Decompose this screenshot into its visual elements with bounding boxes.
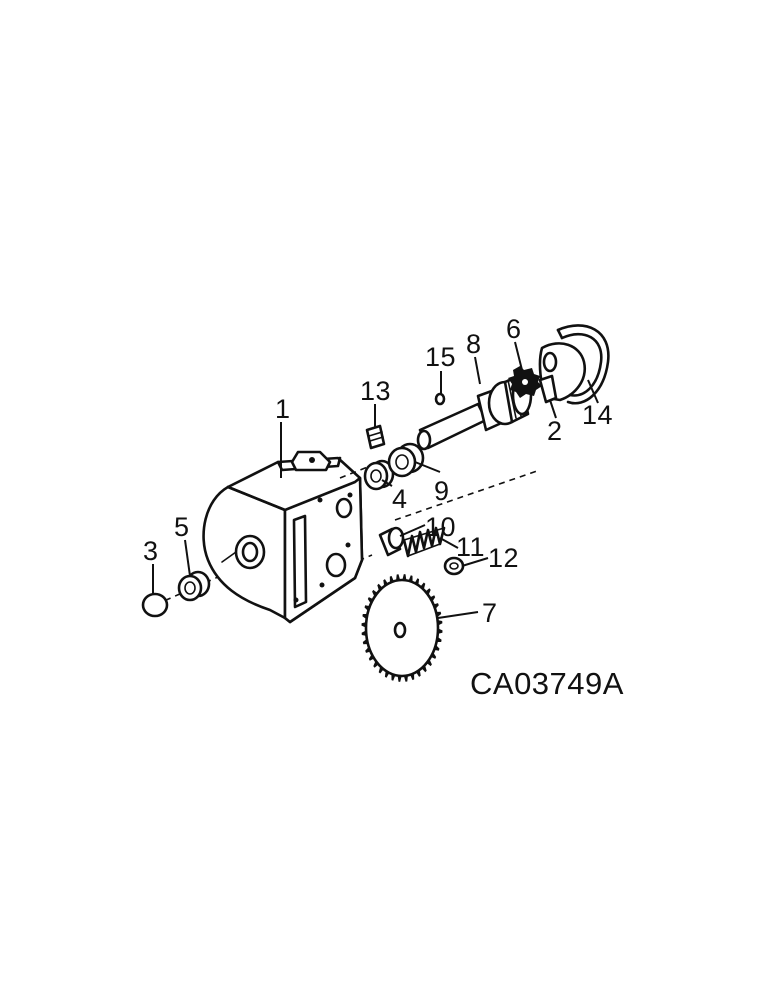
callout-6: 6 — [506, 314, 522, 344]
bushing-4-part — [363, 459, 395, 491]
fitting-part — [365, 424, 386, 450]
leader-lines — [152, 341, 599, 619]
callout-10: 10 — [425, 512, 456, 542]
callout-3: 3 — [143, 536, 159, 566]
callout-15: 15 — [425, 342, 456, 372]
spring-part — [402, 526, 446, 558]
callout-14: 14 — [582, 400, 613, 430]
callout-2: 2 — [547, 416, 563, 446]
cover-plate-part — [538, 342, 587, 404]
callout-4: 4 — [392, 484, 408, 514]
figure-code: CA03749A — [470, 666, 624, 701]
callout-11: 11 — [456, 532, 485, 562]
callout-7: 7 — [482, 598, 498, 628]
driven-gear-part — [361, 574, 443, 682]
pump-housing — [202, 450, 364, 624]
callout-12: 12 — [488, 543, 519, 573]
bushing-part — [177, 570, 211, 602]
callout-9: 9 — [434, 476, 450, 506]
callout-8: 8 — [466, 329, 482, 359]
plunger-part — [378, 526, 405, 557]
callout-labels: 1 3 5 13 15 8 6 2 14 4 9 10 11 12 7 — [143, 314, 613, 628]
callout-1: 1 — [275, 394, 291, 424]
callout-5: 5 — [174, 512, 190, 542]
gasket-part — [556, 324, 610, 405]
key-part — [434, 392, 446, 406]
small-gear-part — [508, 366, 542, 398]
callout-13: 13 — [360, 376, 391, 406]
bushing-9-part — [387, 442, 425, 478]
plug-part — [141, 592, 169, 618]
